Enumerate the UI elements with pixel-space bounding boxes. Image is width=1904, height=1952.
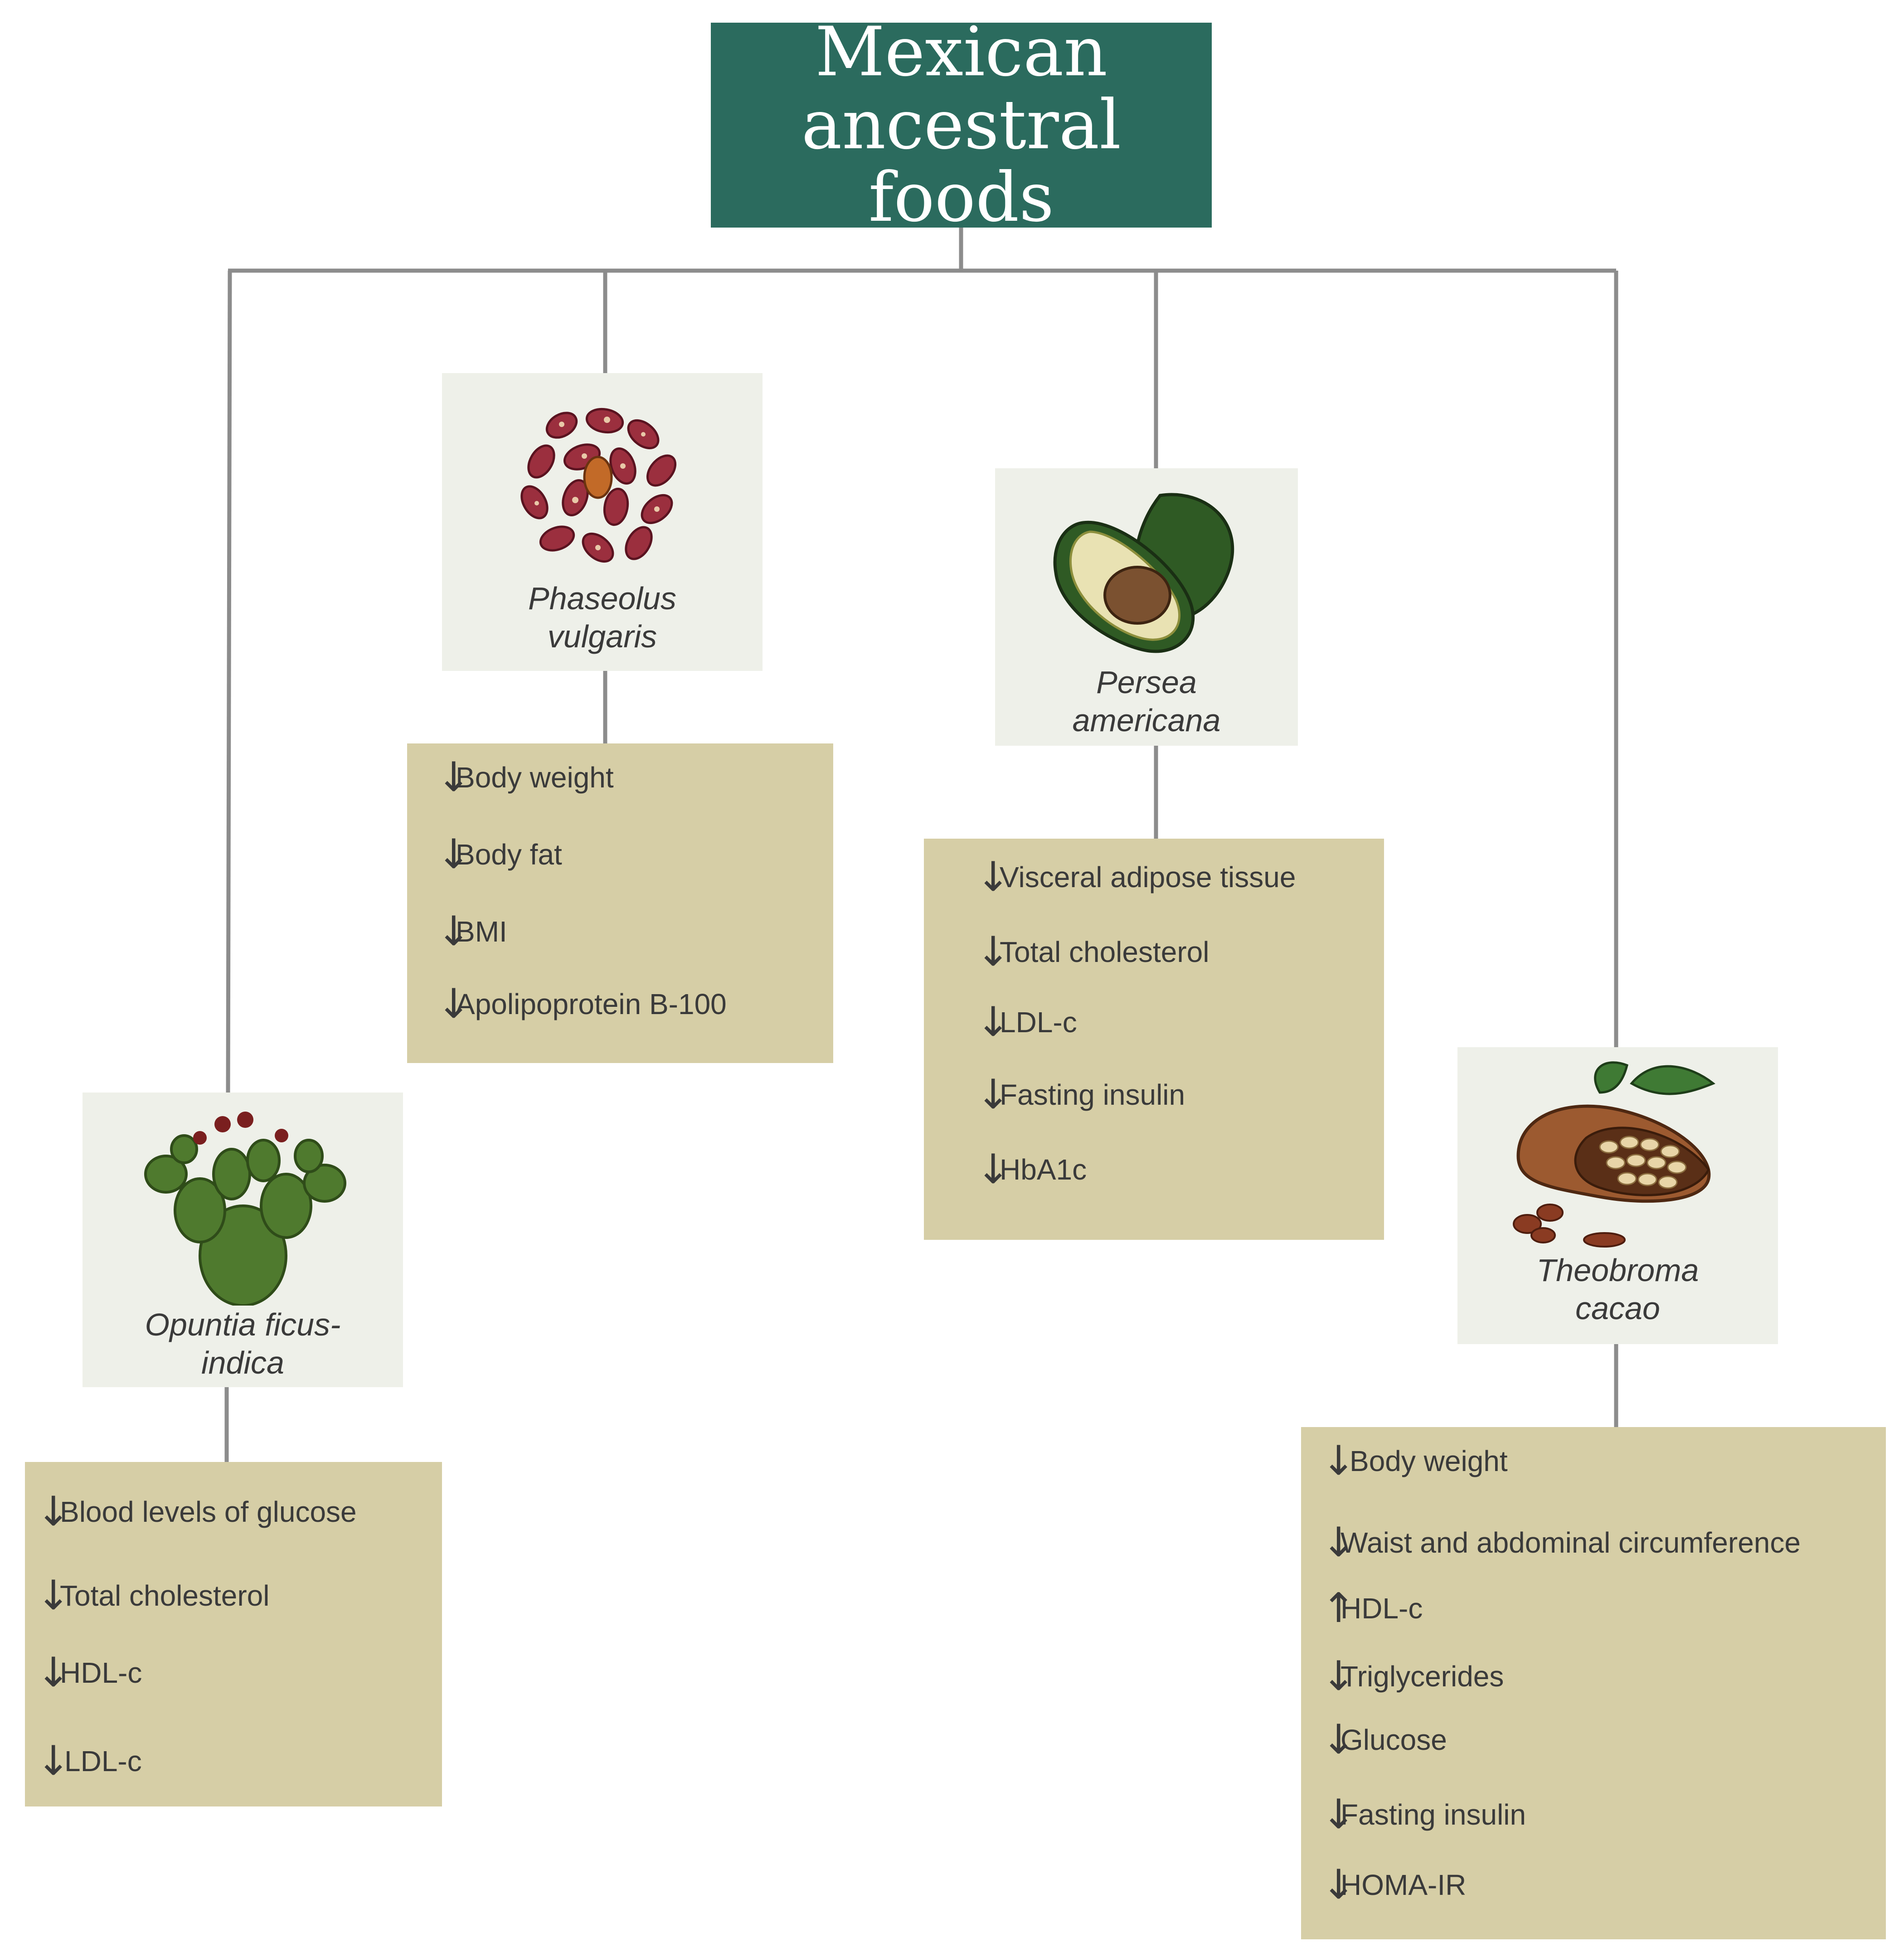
- effect-item: ↓ Body weight: [1321, 1441, 1508, 1481]
- root-title-line2: ancestral foods: [801, 85, 1122, 238]
- decrease-arrow-icon: ↓: [36, 1488, 71, 1535]
- effect-item: ↓ Apolipoprotein B-100: [437, 984, 727, 1025]
- food-name-theobroma-line2: cacao: [1575, 1291, 1660, 1326]
- decrease-arrow-icon: ↓: [1321, 1861, 1356, 1908]
- effect-item: ↓ Triglycerides: [1321, 1656, 1504, 1697]
- effect-label: Triglycerides: [1341, 1660, 1504, 1693]
- decrease-arrow-icon: ↓: [1321, 1652, 1356, 1700]
- effects-box-persea: ↓ Visceral adipose tissue ↓ Total choles…: [924, 839, 1384, 1240]
- effect-item: ↓ Fasting insulin: [976, 1074, 1185, 1115]
- root-title-line1: Mexican: [815, 13, 1107, 92]
- decrease-arrow-icon: ↓: [976, 1146, 1010, 1193]
- food-name-phaseolus-line1: Phaseolus: [528, 581, 676, 616]
- decrease-arrow-icon: ↓: [36, 1572, 71, 1619]
- effect-item: ↓ Blood levels of glucose: [36, 1491, 357, 1532]
- effect-item: ↓ BMI: [437, 911, 507, 952]
- avocado-icon: [1053, 493, 1234, 653]
- food-name-phaseolus-line2: vulgaris: [547, 619, 657, 654]
- effect-label: Body weight: [456, 761, 614, 794]
- decrease-arrow-icon: ↓: [1321, 1716, 1356, 1763]
- decrease-arrow-icon: ↓: [437, 830, 471, 878]
- effect-label: HbA1c: [1000, 1153, 1087, 1186]
- effect-label: LDL-c: [64, 1745, 142, 1777]
- effect-item: ↓ Fasting insulin: [1321, 1794, 1526, 1835]
- decrease-arrow-icon: ↓: [976, 998, 1010, 1046]
- decrease-arrow-icon: ↓: [36, 1649, 71, 1696]
- effect-label: Body fat: [456, 838, 562, 871]
- root-title-box: Mexican ancestral foods: [711, 16, 1212, 234]
- effect-label: Waist and abdominal circumference: [1341, 1526, 1801, 1559]
- effect-label: Glucose: [1341, 1724, 1447, 1756]
- effect-label: Visceral adipose tissue: [1000, 861, 1296, 893]
- decrease-arrow-icon: ↓: [1321, 1437, 1356, 1485]
- effect-label: Apolipoprotein B-100: [456, 988, 727, 1020]
- effect-label: HDL-c: [1341, 1592, 1423, 1625]
- food-name-persea-line1: Persea: [1096, 665, 1197, 700]
- food-card-opuntia: Opuntia ficus- indica: [83, 1093, 403, 1387]
- food-name-theobroma-line1: Theobroma: [1536, 1253, 1699, 1288]
- food-card-theobroma: Theobroma cacao: [1457, 1047, 1778, 1344]
- decrease-arrow-icon: ↓: [1321, 1519, 1356, 1566]
- food-name-persea-line2: americana: [1072, 703, 1221, 738]
- food-card-persea: Persea americana: [995, 468, 1298, 746]
- effect-item: ↓ LDL-c: [36, 1741, 142, 1782]
- effect-item: ↓ Glucose: [1321, 1719, 1447, 1760]
- effect-label: BMI: [456, 915, 507, 948]
- cactus-icon: [144, 1112, 346, 1306]
- food-name-opuntia-line2: indica: [201, 1345, 284, 1380]
- effects-box-theobroma: ↓ Body weight ↓ Waist and abdominal circ…: [1301, 1427, 1886, 1939]
- decrease-arrow-icon: ↓: [437, 753, 471, 801]
- effect-item: ↑ HDL-c: [1321, 1588, 1423, 1629]
- effect-label: Fasting insulin: [1341, 1798, 1526, 1831]
- food-name-opuntia-line1: Opuntia ficus-: [145, 1307, 341, 1342]
- effect-item: ↓ LDL-c: [976, 1002, 1077, 1043]
- effect-label: HOMA-IR: [1341, 1869, 1467, 1901]
- effect-label: Blood levels of glucose: [60, 1496, 357, 1528]
- effect-item: ↓ Body fat: [437, 834, 562, 875]
- decrease-arrow-icon: ↓: [976, 928, 1010, 976]
- effect-item: ↓ Visceral adipose tissue: [976, 857, 1296, 898]
- decrease-arrow-icon: ↓: [36, 1737, 71, 1785]
- decrease-arrow-icon: ↓: [976, 1071, 1010, 1118]
- effect-label: HDL-c: [60, 1656, 142, 1689]
- beans-icon: [520, 408, 676, 563]
- effect-label: Fasting insulin: [1000, 1078, 1185, 1111]
- effect-item: ↓ Total cholesterol: [976, 932, 1209, 972]
- food-card-phaseolus: Phaseolus vulgaris: [442, 373, 763, 671]
- decrease-arrow-icon: ↓: [976, 853, 1010, 901]
- increase-arrow-icon: ↑: [1321, 1584, 1356, 1632]
- effect-item: ↓ HOMA-IR: [1321, 1865, 1466, 1905]
- decrease-arrow-icon: ↓: [1321, 1791, 1356, 1838]
- effect-label: Body weight: [1350, 1445, 1508, 1477]
- effect-item: ↓ HDL-c: [36, 1652, 142, 1693]
- effect-label: Total cholesterol: [1000, 936, 1209, 968]
- cacao-pod-icon: [1512, 1061, 1715, 1248]
- effect-item: ↓ HbA1c: [976, 1149, 1087, 1190]
- decrease-arrow-icon: ↓: [437, 980, 471, 1028]
- effect-item: ↓ Total cholesterol: [36, 1575, 269, 1616]
- effect-item: ↓ Body weight: [437, 757, 614, 798]
- effect-label: LDL-c: [1000, 1006, 1077, 1039]
- effect-label: Total cholesterol: [60, 1579, 270, 1612]
- effect-item: ↓ Waist and abdominal circumference: [1321, 1522, 1801, 1563]
- effects-box-phaseolus: ↓ Body weight ↓ Body fat ↓ BMI ↓ Apolipo…: [407, 743, 833, 1063]
- effects-box-opuntia: ↓ Blood levels of glucose ↓ Total choles…: [25, 1462, 442, 1806]
- decrease-arrow-icon: ↓: [437, 908, 471, 955]
